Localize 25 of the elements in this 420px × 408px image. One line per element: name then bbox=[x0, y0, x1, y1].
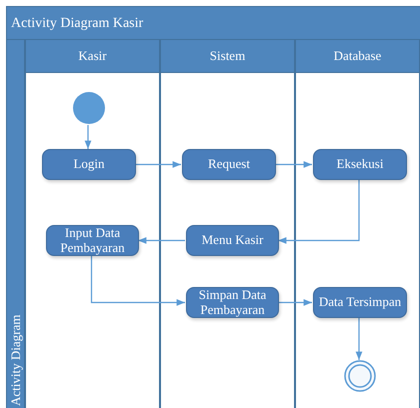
arrow bbox=[90, 256, 185, 306]
activity-box: Simpan Data Pembayaran bbox=[186, 287, 279, 318]
arrow bbox=[138, 237, 185, 244]
lane-header: Sistem bbox=[161, 40, 294, 73]
arrow bbox=[135, 161, 181, 168]
activity-box: Menu Kasir bbox=[186, 225, 279, 256]
arrow bbox=[278, 299, 312, 306]
activity-box: Input Data Pembayaran bbox=[46, 225, 139, 256]
arrow bbox=[356, 318, 362, 360]
swimlane bbox=[160, 40, 295, 408]
swimlane-frame bbox=[7, 7, 420, 408]
arrow bbox=[278, 180, 360, 244]
activity-box: Data Tersimpan bbox=[313, 287, 407, 318]
lane-header: Kasir bbox=[26, 40, 159, 73]
band-label: Activity Diagram bbox=[8, 314, 24, 406]
activity-box: Request bbox=[182, 149, 276, 180]
lane-header: Database bbox=[296, 40, 419, 73]
swimlane bbox=[25, 40, 160, 408]
swimlane bbox=[295, 40, 420, 408]
activity-box: Eksekusi bbox=[313, 149, 407, 180]
side-band bbox=[7, 40, 25, 408]
pool-header: Activity Diagram Kasir bbox=[7, 7, 420, 40]
arrow bbox=[275, 161, 312, 168]
arrow bbox=[84, 125, 92, 149]
activity-box: Login bbox=[42, 149, 136, 180]
